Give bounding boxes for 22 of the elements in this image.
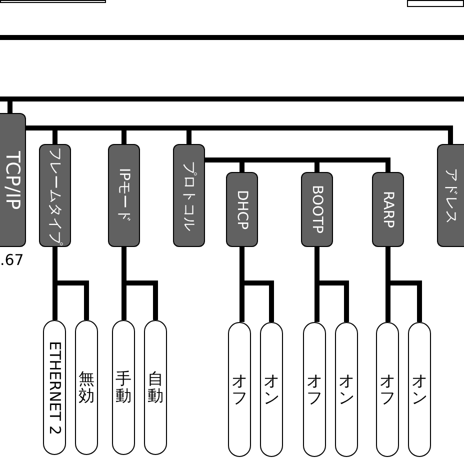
tab-box: BOOTP xyxy=(301,172,333,247)
tab-box: アドレス xyxy=(437,144,464,247)
option-pill: オフ xyxy=(228,322,251,457)
tab-box: IPモード xyxy=(108,144,140,247)
tab-box: TCP/IP xyxy=(0,113,26,247)
option-pill: ETHERNET 2 xyxy=(43,320,66,455)
option-pill: 無効 xyxy=(75,320,98,455)
option-pill: 自動 xyxy=(144,320,167,455)
option-pill: オフ xyxy=(303,322,326,457)
option-pill: オン xyxy=(408,322,431,457)
option-pill: オン xyxy=(335,322,358,457)
tab-box: DHCP xyxy=(226,172,258,247)
tab-box: プロトコル xyxy=(173,144,205,247)
connector-line xyxy=(0,96,464,116)
panel-box xyxy=(407,0,464,7)
panel-box xyxy=(0,0,106,3)
tab-box: RARP xyxy=(372,172,404,247)
option-pill: オフ xyxy=(376,322,399,457)
tab-box: フレームタイプ xyxy=(39,144,71,247)
option-pill: 手動 xyxy=(112,320,135,455)
option-pill: オン xyxy=(260,322,283,457)
value-text: .67 xyxy=(0,251,24,269)
